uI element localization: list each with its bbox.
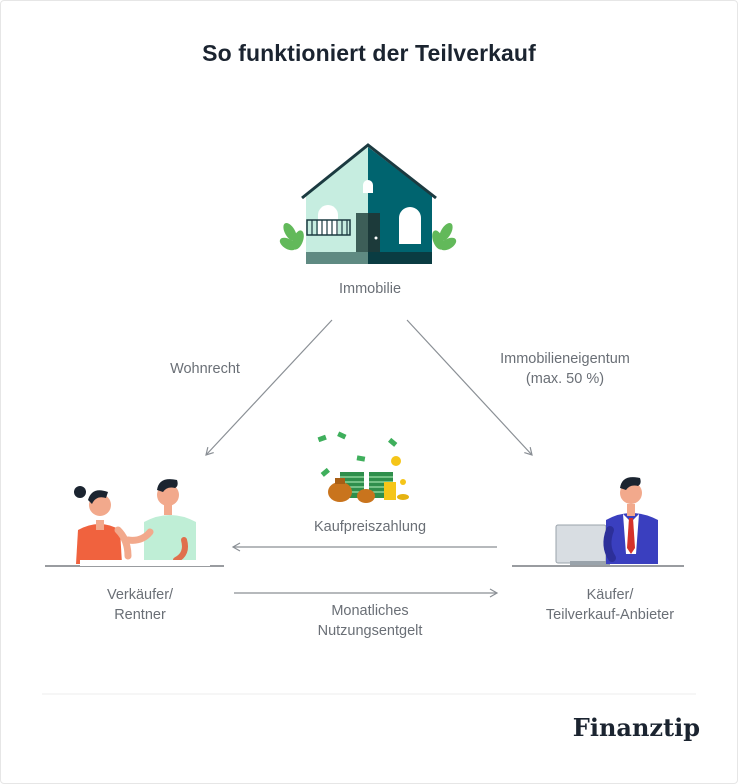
- label-verkaeufer: Verkäufer/ Rentner: [106, 587, 174, 623]
- leaf-right-icon: [432, 222, 457, 251]
- money-icon: [317, 431, 409, 503]
- couple-icon: [74, 479, 210, 566]
- arrow-wohnrecht: [205, 319, 333, 456]
- label-nutzungsentgelt: Monatliches Nutzungsentgelt: [317, 603, 423, 639]
- arrow-eigentum: [406, 319, 533, 456]
- buyer-icon: [555, 477, 658, 565]
- house-icon: [279, 143, 457, 264]
- label-immobilie: Immobilie: [338, 281, 402, 297]
- leaf-left-icon: [279, 222, 304, 251]
- page-title: So funktioniert der Teilverkauf: [202, 40, 536, 66]
- label-kaeufer: Käufer/ Teilverkauf-Anbieter: [545, 587, 675, 623]
- label-immobilieneigentum: Immobilieneigentum (max. 50 %): [500, 351, 630, 387]
- label-kaufpreiszahlung: Kaufpreiszahlung: [313, 519, 427, 535]
- finanztip-logo: Finanztip: [572, 713, 700, 742]
- label-wohnrecht: Wohnrecht: [170, 361, 240, 377]
